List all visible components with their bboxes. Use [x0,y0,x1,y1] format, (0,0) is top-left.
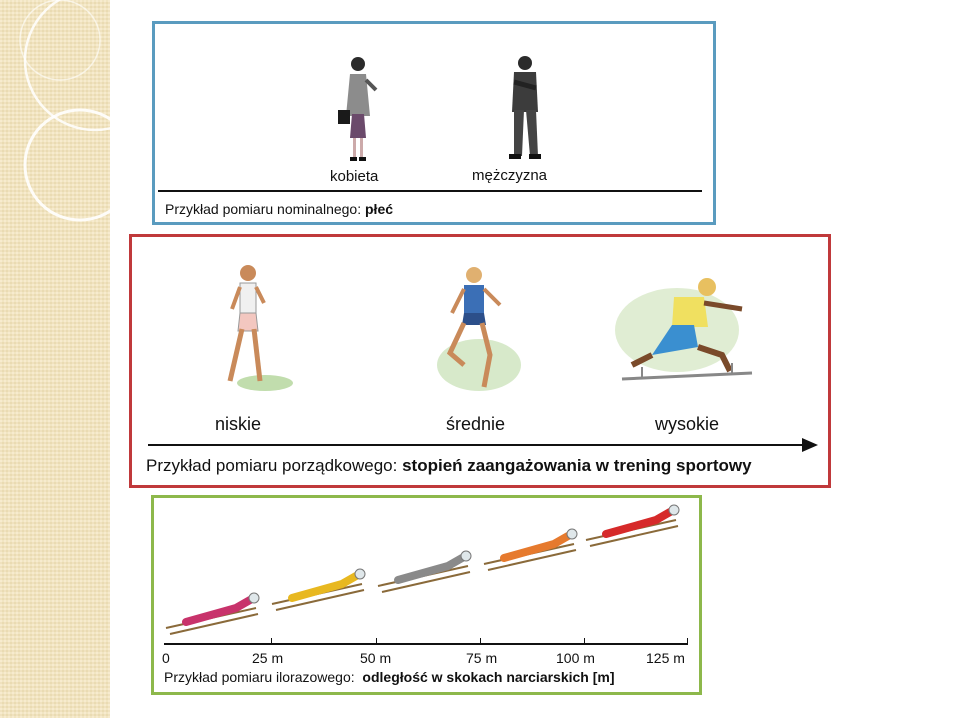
ratio-tick-label: 75 m [466,650,498,666]
ratio-caption: Przykład pomiaru ilorazowego: odległość … [164,669,615,685]
ski-jumper-icon [483,528,578,571]
walking-athlete-figure [227,265,293,391]
ratio-tick-mark [584,638,585,645]
woman-figure [338,57,378,161]
ski-jumpers-sequence [165,504,680,635]
ratio-tick-label: 0 [162,650,170,666]
category-label-man: mężczyzna [472,167,548,184]
decorative-circles [19,0,110,222]
category-label-low: niskie [215,414,262,434]
panel-nominal: kobieta mężczyzna Przykład pomiaru nomin… [152,21,716,225]
panel-ordinal: niskie średnie wysokie Przykład pomiaru … [129,234,831,488]
decorative-side-strip [0,0,110,718]
panel-ratio: 0 25 m 50 m 75 m 100 m 125 m Przykład po… [151,495,702,695]
ratio-tick-label: 50 m [360,650,392,666]
hurdling-athlete-figure [615,278,753,381]
man-figure [509,56,541,159]
ratio-tick-label: 25 m [252,650,284,666]
ski-jumper-icon [585,504,680,547]
ski-jumper-icon [165,592,260,635]
ratio-axis-line [164,643,688,645]
running-athlete-figure [437,267,521,391]
ratio-tick-mark [687,638,688,645]
ski-jumper-icon [271,568,366,611]
ratio-tick-label: 100 m [556,650,595,666]
ski-jumper-icon [377,550,472,593]
arrow-right-icon [802,438,818,452]
category-label-high: wysokie [655,414,720,434]
ordinal-axis-line [148,444,808,446]
category-label-medium: średnie [446,414,506,434]
ratio-tick-mark [271,638,272,645]
ordinal-caption: Przykład pomiaru porządkowego: stopień z… [146,456,752,475]
ratio-tick-label: 125 m [646,650,685,666]
nominal-caption: Przykład pomiaru nominalnego: płeć [165,201,394,217]
nominal-axis-line [158,190,702,192]
ratio-tick-mark [376,638,377,645]
category-label-woman: kobieta [330,168,379,185]
ratio-tick-mark [480,638,481,645]
